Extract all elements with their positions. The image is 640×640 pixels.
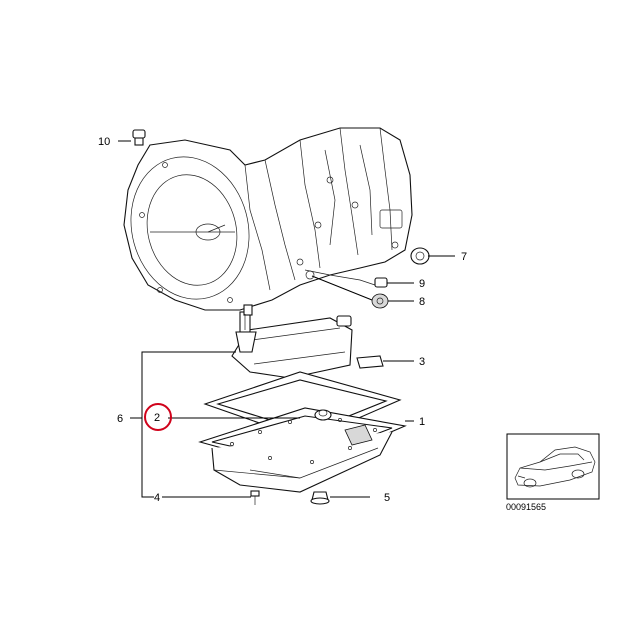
seal-part-8[interactable] — [371, 293, 389, 309]
plug-part-10[interactable] — [132, 129, 146, 146]
nut-part-9[interactable] — [374, 277, 388, 288]
callout-3[interactable]: 3 — [419, 356, 425, 368]
oil-filter[interactable] — [231, 304, 353, 379]
callout-9[interactable]: 9 — [419, 278, 425, 290]
callout-10[interactable]: 10 — [98, 136, 110, 148]
filter-gasket-part-3[interactable] — [356, 355, 384, 369]
bolt-part-4[interactable] — [250, 490, 260, 505]
car-sedan-icon — [514, 446, 596, 488]
callout-6[interactable]: 6 — [117, 413, 123, 425]
callout-5[interactable]: 5 — [384, 492, 390, 504]
drain-plug-part-5[interactable] — [310, 491, 330, 505]
callout-8[interactable]: 8 — [419, 296, 425, 308]
reference-number: 00091565 — [506, 502, 546, 512]
transmission-housing — [123, 127, 413, 311]
pan-gasket-part-2[interactable] — [203, 371, 402, 441]
callout-7[interactable]: 7 — [461, 251, 467, 263]
vehicle-thumbnail[interactable] — [506, 433, 600, 500]
callout-4[interactable]: 4 — [154, 492, 160, 504]
plug-part-7[interactable] — [410, 247, 430, 265]
callout-2[interactable]: 2 — [154, 412, 160, 424]
leader-lines — [118, 140, 455, 498]
oil-pan-part-1[interactable] — [198, 407, 407, 493]
callout-2-highlight[interactable]: 2 — [144, 403, 172, 431]
callout-1[interactable]: 1 — [419, 416, 425, 428]
